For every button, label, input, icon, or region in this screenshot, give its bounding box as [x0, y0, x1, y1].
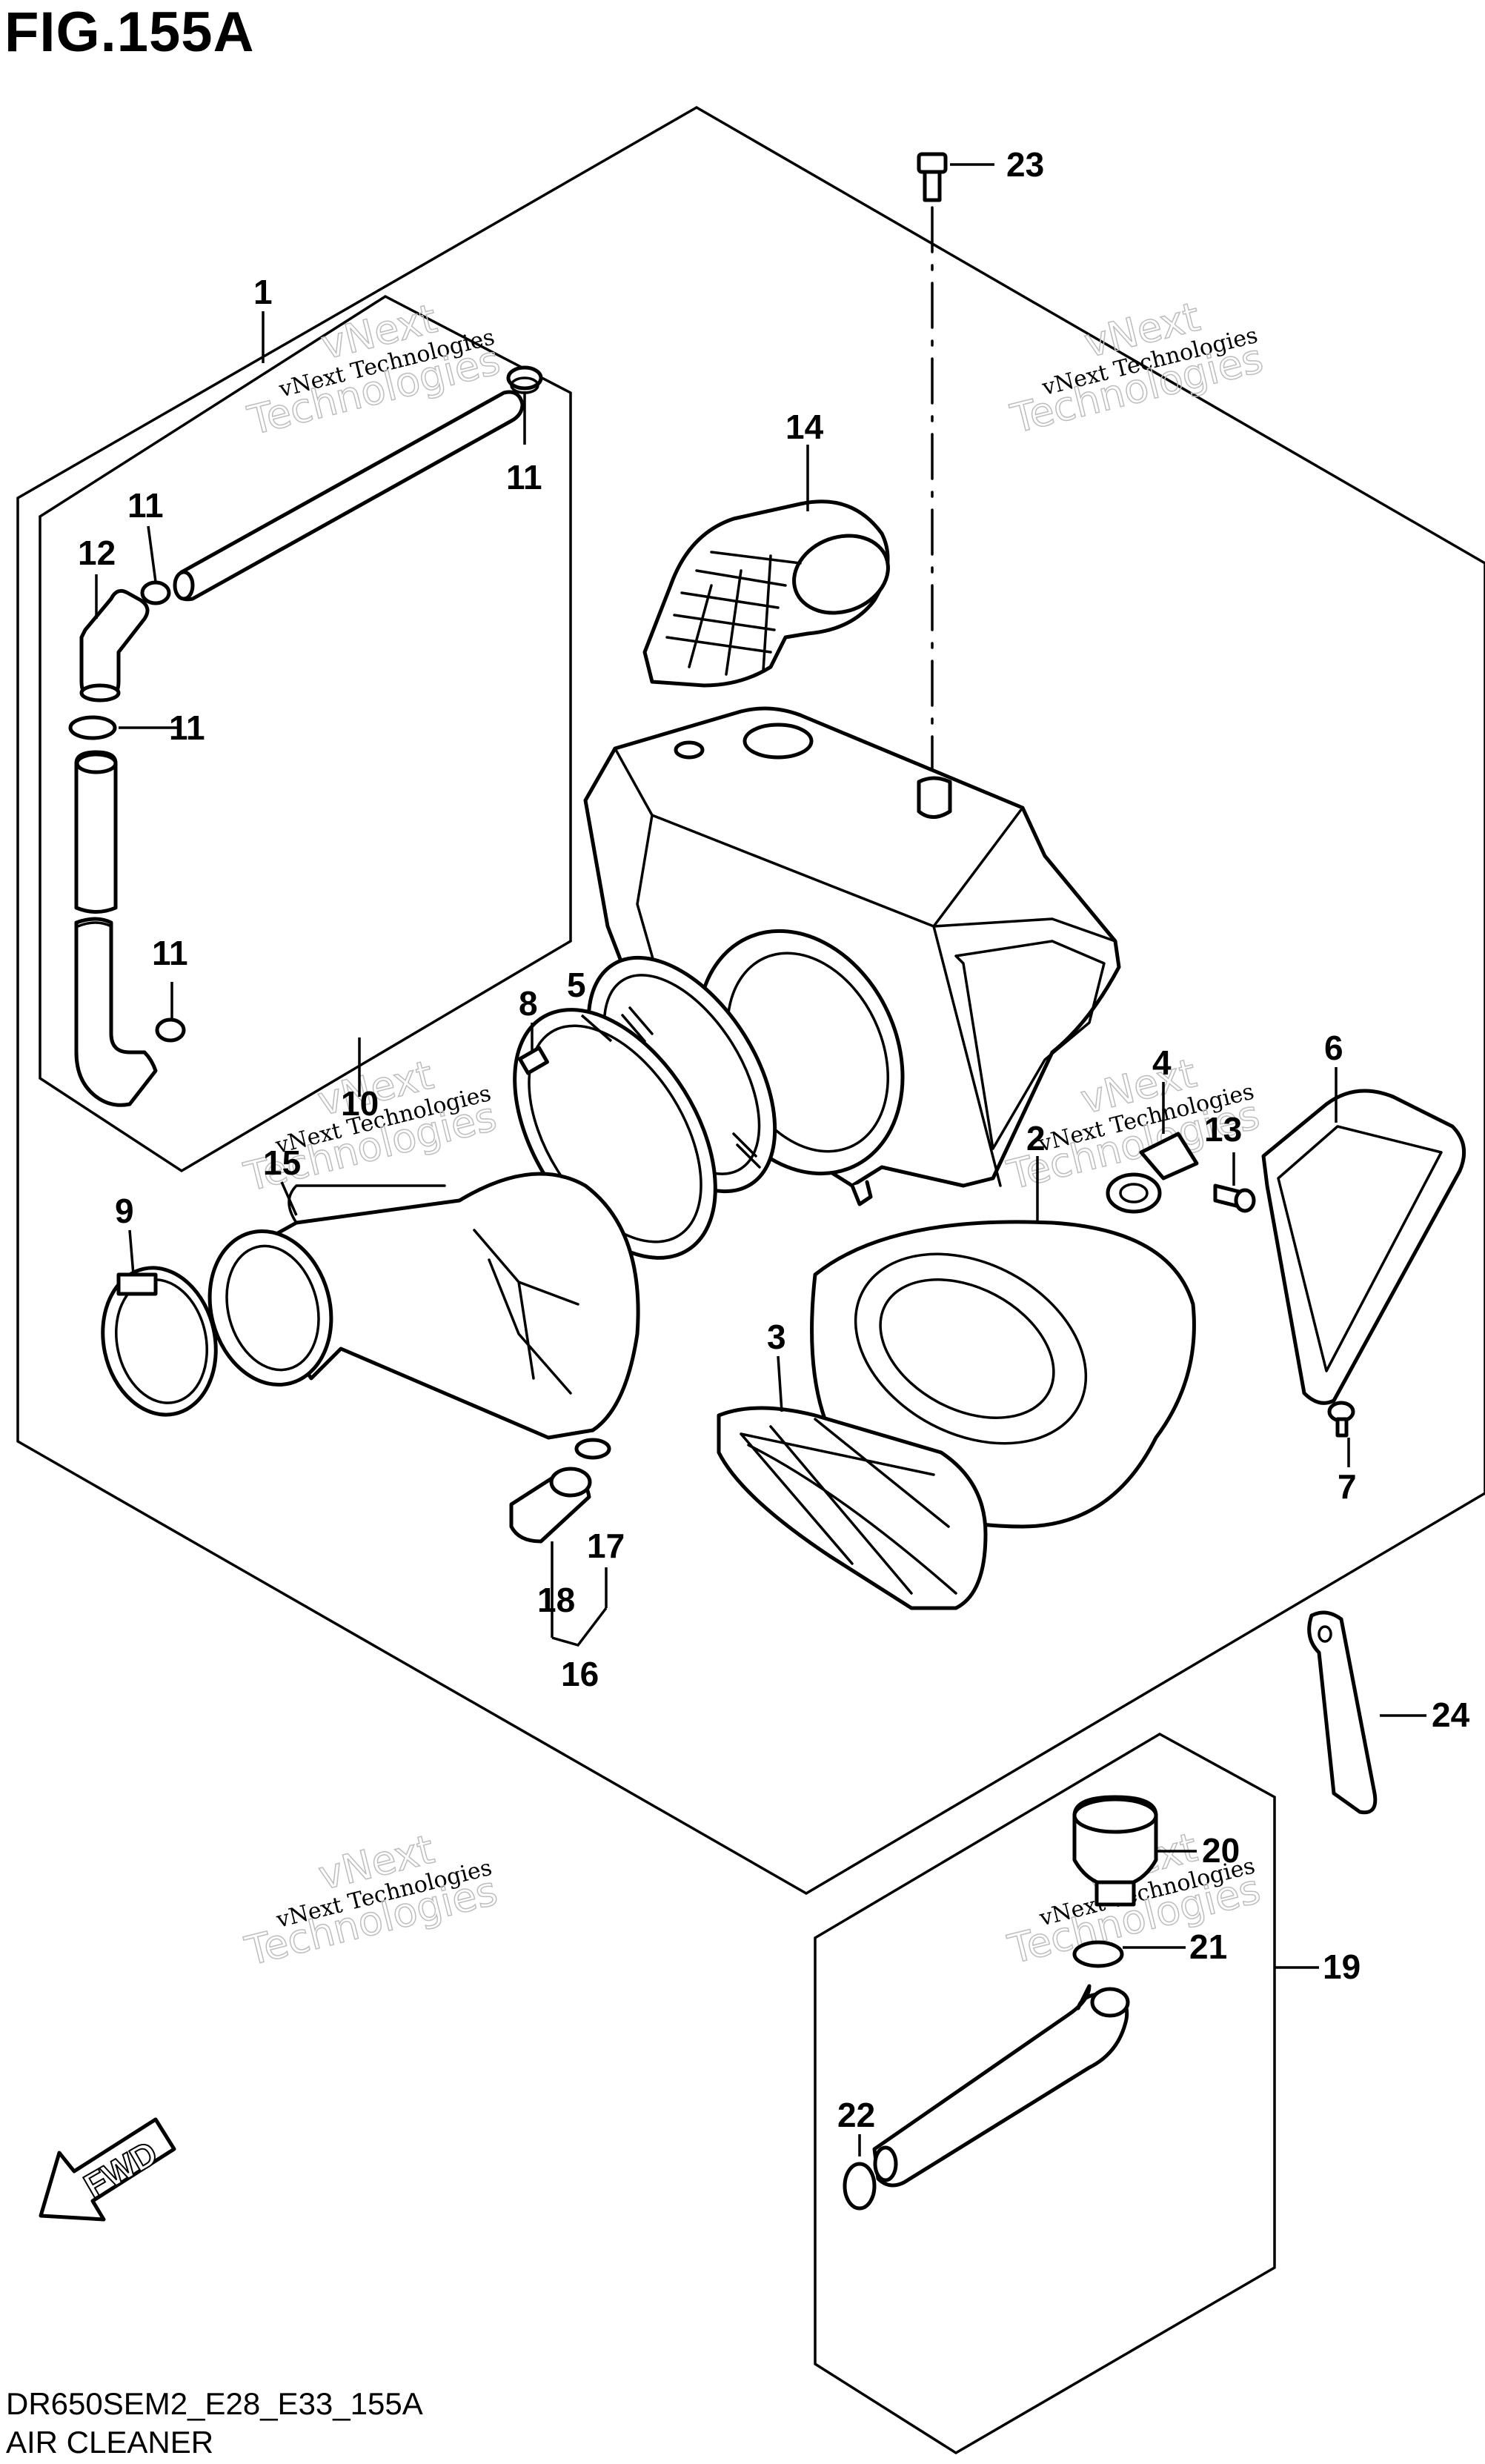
- callout-9: 9: [115, 1192, 134, 1230]
- hose-clamp-11a: [506, 365, 543, 394]
- callout-5: 5: [567, 966, 586, 1004]
- breather-hose-middle: [74, 750, 118, 914]
- callout-1: 1: [253, 273, 273, 311]
- hose-clamp-11c: [68, 715, 117, 740]
- intake-pipe-15: [207, 1172, 640, 1440]
- callout-12: 12: [78, 534, 116, 572]
- callout-8: 8: [519, 984, 538, 1023]
- grommet-4: [1106, 1132, 1199, 1214]
- callout-labels: 23 1 11 11 12 11 11 14 8 5 9 10 15 2 3 4…: [78, 145, 1470, 2134]
- hose-joint-12: [79, 588, 150, 703]
- callout-2: 2: [1026, 1119, 1046, 1158]
- strap-24: [1307, 1610, 1378, 1815]
- hose-clamp-11b: [140, 580, 171, 605]
- fwd-arrow-icon: FWD: [39, 2117, 176, 2222]
- hose-clamp-9: [101, 1266, 218, 1417]
- drain-kit-frame: [814, 1732, 1276, 2455]
- bolt-23: [917, 152, 948, 780]
- filter-cage-3: [717, 1406, 988, 1610]
- callout-7: 7: [1338, 1467, 1357, 1506]
- callout-13: 13: [1204, 1110, 1242, 1149]
- model-code: DR650SEM2_E28_E33_155A: [6, 2386, 423, 2421]
- intake-duct-14: [642, 499, 890, 688]
- leader-lines: [95, 163, 1426, 2156]
- callout-17: 17: [587, 1527, 625, 1565]
- hose-kit-frame: [39, 294, 572, 1173]
- breather-hose-lower: [74, 917, 158, 1107]
- hose-clamp-22: [843, 2162, 877, 2211]
- callout-15: 15: [263, 1143, 301, 1182]
- callout-11: 11: [169, 708, 205, 747]
- callout-14: 14: [785, 408, 824, 446]
- callout-3: 3: [767, 1318, 786, 1356]
- breather-hose-upper: [173, 390, 525, 602]
- watermark-top-right: vNext Technologies vNext Technologies: [1006, 293, 1268, 443]
- watermark-bottom-left: vNext Technologies vNext Technologies: [240, 1825, 502, 1976]
- assembly-frame: [16, 105, 1485, 1896]
- callout-11: 11: [152, 934, 188, 972]
- callout-21: 21: [1189, 1927, 1227, 1966]
- callout-23: 23: [1006, 145, 1044, 184]
- clip-17: [574, 1438, 611, 1460]
- cover-plate-6: [1261, 1089, 1466, 1405]
- callout-16: 16: [561, 1655, 599, 1693]
- callout-22: 22: [837, 2096, 875, 2134]
- drain-cap-20: [1072, 1795, 1158, 1907]
- callout-4: 4: [1152, 1043, 1172, 1082]
- page-title: FIG.155A: [4, 1, 255, 64]
- hose-clamp-11d: [155, 1017, 186, 1043]
- screw-7: [1327, 1401, 1355, 1438]
- hose-clamp-21: [1072, 1940, 1124, 1968]
- callout-24: 24: [1432, 1696, 1470, 1734]
- drain-hose-22: [872, 1984, 1130, 2188]
- callout-11: 11: [127, 486, 164, 525]
- screw-13: [1213, 1183, 1256, 1213]
- callout-10: 10: [341, 1084, 379, 1123]
- section-name: AIR CLEANER: [6, 2425, 214, 2460]
- callout-18: 18: [537, 1581, 575, 1619]
- drain-plug-18: [509, 1467, 592, 1544]
- callout-11: 11: [506, 458, 542, 497]
- callout-19: 19: [1323, 1947, 1361, 1986]
- callout-20: 20: [1202, 1831, 1240, 1870]
- callout-6: 6: [1324, 1029, 1343, 1067]
